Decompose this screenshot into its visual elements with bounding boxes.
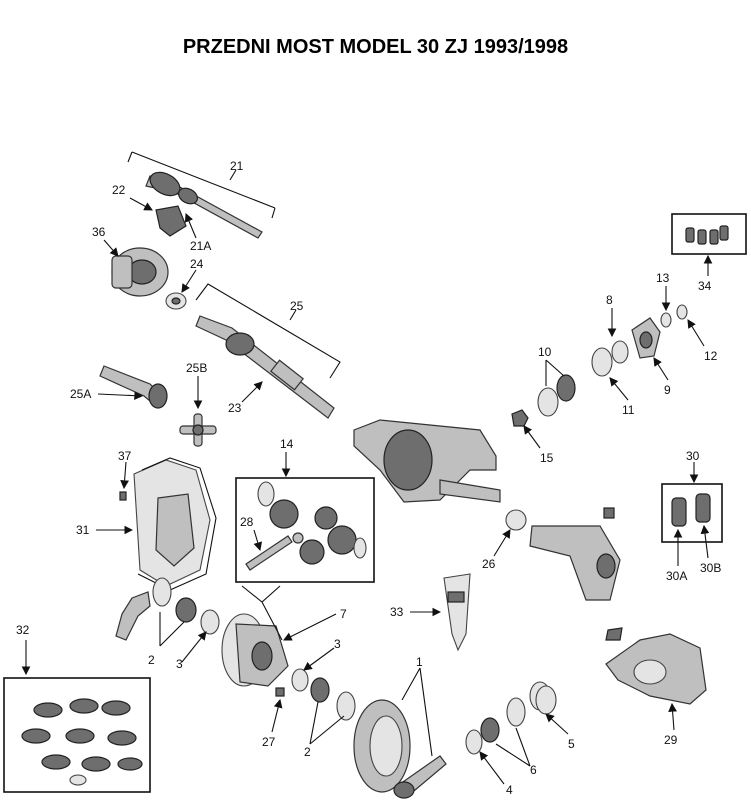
- pinion-seal-8: [591, 340, 629, 377]
- callout-24: 24: [190, 257, 204, 271]
- bearing-kit-32: [21, 698, 143, 786]
- callout-5: 5: [568, 737, 575, 751]
- washer-13: [660, 312, 672, 328]
- callout-26: 26: [482, 557, 496, 571]
- callout-21a: 21A: [190, 239, 211, 253]
- axle-tube-right: [529, 507, 621, 601]
- callout-1: 1: [416, 655, 423, 669]
- callout-8: 8: [606, 293, 613, 307]
- pinion-bearings-6: [480, 697, 526, 743]
- callout-25: 25: [290, 299, 304, 313]
- sealant-tube: [443, 573, 471, 652]
- callout-2b: 2: [304, 745, 311, 759]
- callout-11: 11: [622, 403, 635, 417]
- callout-9: 9: [664, 383, 671, 397]
- nut-12: [676, 304, 688, 320]
- callout-3a: 3: [176, 657, 183, 671]
- callout-25b: 25B: [186, 361, 207, 375]
- box-14: [235, 477, 375, 583]
- callout-30: 30: [686, 449, 700, 463]
- callout-15: 15: [540, 451, 554, 465]
- box-32: [3, 677, 151, 793]
- spring-5: [529, 681, 557, 715]
- callout-30a: 30A: [666, 569, 687, 583]
- callout-14: 14: [280, 437, 294, 451]
- bolts-34: [685, 225, 729, 245]
- callout-33: 33: [390, 605, 404, 619]
- seal-26: [505, 509, 527, 531]
- callout-4: 4: [506, 783, 513, 797]
- bearings-right: [291, 668, 356, 721]
- callout-22: 22: [112, 183, 126, 197]
- inner-shaft-25a: [99, 365, 168, 409]
- cv-boot: [129, 197, 187, 237]
- callout-10: 10: [538, 345, 552, 359]
- callout-21: 21: [230, 159, 244, 173]
- callout-27: 27: [262, 735, 276, 749]
- axle-shaft-25: [195, 315, 335, 419]
- bearing-10: [537, 374, 576, 417]
- callout-25a: 25A: [70, 387, 91, 401]
- callout-13: 13: [656, 271, 670, 285]
- hub-bearing: [111, 247, 169, 297]
- ball-joints-30: [671, 493, 711, 527]
- bolt-37: [119, 491, 127, 501]
- diff-cover: [133, 457, 217, 591]
- callout-6: 6: [530, 763, 537, 777]
- callout-37: 37: [118, 449, 132, 463]
- differential-case: [221, 613, 289, 687]
- pin-27: [275, 687, 285, 697]
- callout-12: 12: [704, 349, 718, 363]
- steering-knuckle: [605, 627, 707, 705]
- box-30: [661, 483, 723, 543]
- pinion-nut: [511, 409, 529, 427]
- callout-2a: 2: [148, 653, 155, 667]
- callout-32: 32: [16, 623, 30, 637]
- axle-housing: [353, 419, 501, 503]
- callout-28: 28: [240, 515, 254, 529]
- callout-34: 34: [698, 279, 712, 293]
- washer-4: [465, 729, 483, 755]
- callout-23: 23: [228, 401, 242, 415]
- callout-29: 29: [664, 733, 678, 747]
- callout-36: 36: [92, 225, 106, 239]
- box-34: [671, 213, 747, 255]
- bracket-21: [127, 151, 276, 219]
- bearings-left: [115, 577, 220, 641]
- yoke-9: [631, 317, 661, 359]
- differential-gears: [245, 481, 367, 571]
- callout-31: 31: [76, 523, 90, 537]
- washer-24: [165, 292, 187, 310]
- page-title: PRZEDNI MOST MODEL 30 ZJ 1993/1998: [182, 36, 569, 58]
- u-joint-cross: [179, 413, 217, 447]
- callout-30b: 30B: [700, 561, 721, 575]
- cv-axle-shaft: [145, 171, 263, 239]
- callout-3b: 3: [334, 637, 341, 651]
- callout-7: 7: [340, 607, 347, 621]
- ring-and-pinion-gear: [353, 699, 447, 799]
